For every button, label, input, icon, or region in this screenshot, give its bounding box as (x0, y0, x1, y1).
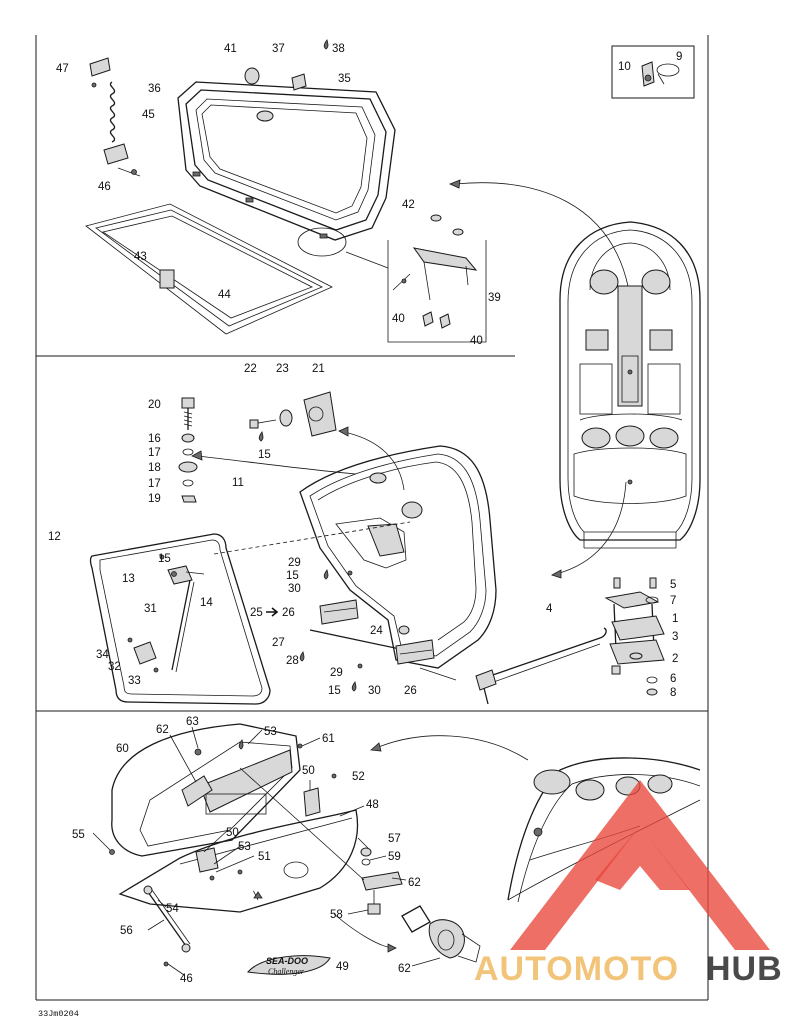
callout-51: 51 (258, 851, 271, 863)
callout-21: 21 (312, 363, 325, 375)
callout-49: 49 (336, 961, 349, 973)
watercraft-hull-top-view (448, 179, 701, 579)
arrow-icon (266, 607, 279, 617)
callout-15a: 15 (258, 449, 271, 461)
callout-27: 27 (272, 637, 285, 649)
callout-26b: 26 (404, 685, 417, 697)
badge-brand-text: SEA-DOO (266, 956, 308, 966)
callout-28: 28 (286, 655, 299, 667)
glove-box-lid-assembly (85, 39, 680, 343)
callout-42: 42 (402, 199, 415, 211)
callout-5: 5 (670, 579, 676, 591)
callout-46: 46 (98, 181, 111, 193)
callout-41: 41 (224, 43, 237, 55)
watermark-triangle-shape (510, 780, 770, 950)
callout-11: 11 (232, 477, 244, 489)
callout-48: 48 (366, 799, 379, 811)
callout-15b: 15 (158, 553, 171, 565)
callout-2: 2 (672, 653, 678, 665)
console-storage-assembly (92, 723, 529, 976)
callout-18: 18 (148, 462, 161, 474)
callout-43: 43 (134, 251, 147, 263)
callout-29b: 29 (330, 667, 343, 679)
callout-50a: 50 (302, 765, 315, 777)
callout-35: 35 (338, 73, 351, 85)
callout-17b: 17 (148, 478, 161, 490)
callout-29a: 29 (288, 557, 301, 569)
callout-30b: 30 (368, 685, 381, 697)
callout-59: 59 (388, 851, 401, 863)
callout-34: 34 (96, 649, 109, 661)
callout-62b: 62 (408, 877, 421, 889)
callout-26a: 26 (282, 607, 295, 619)
callout-4: 4 (546, 603, 553, 615)
callout-63: 63 (186, 716, 199, 728)
callout-17a: 17 (148, 447, 161, 459)
callout-30a: 30 (288, 583, 301, 595)
callout-10: 10 (618, 61, 631, 73)
callout-53a: 53 (264, 726, 277, 738)
callout-13: 13 (122, 573, 135, 585)
watermark-logo (510, 780, 770, 950)
watermark-text-part1: AUTOMOTO (474, 950, 679, 988)
callout-12: 12 (48, 531, 61, 543)
callout-40b: 40 (470, 335, 483, 347)
sea-doo-badge: SEA-DOO Challenger (247, 955, 331, 976)
callout-53b: 53 (238, 841, 251, 853)
callout-7: 7 (670, 595, 676, 607)
drawing-code: 33Jm0204 (38, 1009, 79, 1019)
callout-52: 52 (352, 771, 365, 783)
storage-compartment-assembly (89, 391, 665, 705)
panel-frames (35, 35, 709, 1001)
callout-32: 32 (108, 661, 121, 673)
callout-24: 24 (370, 625, 383, 637)
callout-23: 23 (276, 363, 289, 375)
callout-58: 58 (330, 909, 343, 921)
callout-44: 44 (218, 289, 231, 301)
callout-labels: 47 45 46 41 37 38 35 36 43 44 42 39 40 4… (48, 43, 682, 985)
callout-47: 47 (56, 63, 69, 75)
callout-62a: 62 (156, 724, 169, 736)
badge-model-text: Challenger (268, 967, 305, 976)
callout-6: 6 (670, 673, 676, 685)
watermark-text-part2: HUB (706, 950, 783, 988)
callout-37: 37 (272, 43, 285, 55)
callout-55: 55 (72, 829, 85, 841)
callout-15c: 15 (286, 570, 299, 582)
callout-45: 45 (142, 109, 155, 121)
callout-25: 25 (250, 607, 263, 619)
callout-40a: 40 (392, 313, 405, 325)
callout-19: 19 (148, 493, 161, 505)
callout-31: 31 (144, 603, 157, 615)
callout-3: 3 (672, 631, 678, 643)
callout-20: 20 (148, 399, 161, 411)
callout-38: 38 (332, 43, 345, 55)
callout-33: 33 (128, 675, 141, 687)
callout-16: 16 (148, 433, 161, 445)
callout-14: 14 (200, 597, 213, 609)
callout-50b: 50 (226, 827, 239, 839)
callout-8: 8 (670, 687, 676, 699)
callout-60: 60 (116, 743, 129, 755)
callout-9: 9 (676, 51, 682, 63)
callout-61: 61 (322, 733, 335, 745)
callout-57: 57 (388, 833, 401, 845)
callout-39: 39 (488, 292, 501, 304)
callout-15d: 15 (328, 685, 341, 697)
callout-56: 56 (120, 925, 133, 937)
callout-62c: 62 (398, 963, 411, 975)
callout-46b: 46 (180, 973, 193, 985)
callout-36: 36 (148, 83, 161, 95)
callout-22: 22 (244, 363, 257, 375)
callout-54: 54 (166, 903, 179, 915)
callout-1: 1 (672, 613, 678, 625)
